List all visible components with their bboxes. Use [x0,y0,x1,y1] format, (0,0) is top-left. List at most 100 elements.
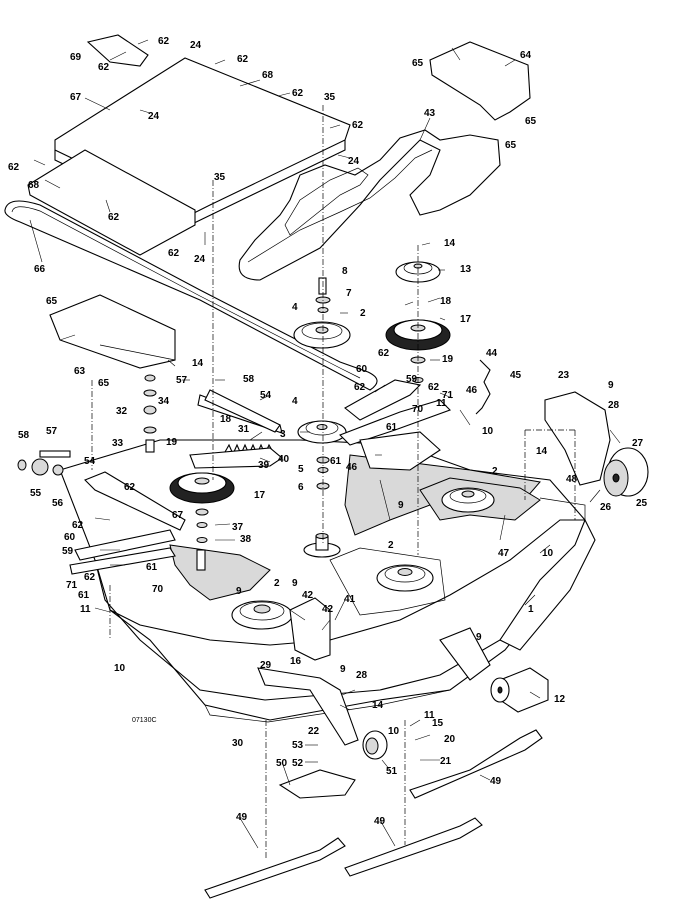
top-shield-right-cover [429,41,531,121]
callout-28: 28 [356,670,368,681]
callout-68: 68 [262,70,274,81]
callout-14: 14 [192,358,204,369]
callout-10: 10 [482,426,494,437]
callout-11: 11 [424,710,435,721]
callout-38: 38 [240,534,252,545]
callout-11: 11 [80,604,91,615]
callout-17: 17 [460,314,472,325]
callout-2: 2 [274,578,280,589]
callout-62: 62 [378,348,390,359]
center-idler-pulley [297,420,347,444]
side-shield-left [49,294,176,369]
callout-23: 23 [558,370,570,381]
callout-24: 24 [190,40,202,51]
idler-arm-right [339,379,451,446]
callout-21: 21 [440,756,452,767]
right-spindle-pulley [441,487,495,513]
callout-59: 59 [62,546,74,557]
top-shield-front-tab [86,34,149,67]
callout-12: 12 [554,694,566,705]
belt-long [4,200,378,391]
callout-24: 24 [348,156,360,167]
callout-56: 56 [52,498,64,509]
callout-62: 62 [72,520,84,531]
callout-2: 2 [360,308,366,319]
callout-55: 55 [30,488,42,499]
callout-10: 10 [542,548,554,559]
callout-62: 62 [237,54,249,65]
callout-4: 4 [292,396,298,407]
front-roller [490,667,549,713]
callout-15: 15 [432,718,444,729]
anti-scalp-bracket-right [544,391,611,486]
rear-roller-wheel [362,730,388,760]
callout-7: 7 [346,288,352,299]
callout-43: 43 [424,108,436,119]
callout-60: 60 [356,364,368,375]
callout-48: 48 [566,474,578,485]
callout-62: 62 [292,88,304,99]
callout-13: 13 [460,264,472,275]
callout-65: 65 [412,58,424,69]
callout-65: 65 [525,116,537,127]
callout-18: 18 [220,414,232,425]
callout-54: 54 [260,390,272,401]
callout-34: 34 [158,396,170,407]
callout-29: 29 [260,660,272,671]
callout-2: 2 [388,540,394,551]
callout-71: 71 [66,580,78,591]
callout-62: 62 [84,572,96,583]
callout-65: 65 [46,296,58,307]
callout-35: 35 [324,92,336,103]
idler-pulley-large-left [169,472,235,504]
callout-10: 10 [114,663,126,674]
callout-2: 2 [492,466,498,477]
callout-65: 65 [505,140,517,151]
callout-54: 54 [84,456,96,467]
blade-center [344,817,483,877]
callout-68: 68 [28,180,40,191]
callout-27: 27 [632,438,644,449]
small-spacers-left [195,508,209,571]
callout-49: 49 [236,812,248,823]
callout-25: 25 [636,498,648,509]
callout-62: 62 [158,36,170,47]
pivot-bracket-left [69,529,176,575]
callout-30: 30 [232,738,244,749]
blade-right [409,729,543,799]
callout-50: 50 [276,758,288,769]
callout-57: 57 [176,375,188,386]
callout-64: 64 [520,50,532,61]
callout-61: 61 [386,422,398,433]
callout-41: 41 [344,594,356,605]
callout-62: 62 [352,120,364,131]
callout-42: 42 [322,604,334,615]
callout-31: 31 [238,424,250,435]
callout-70: 70 [152,584,164,595]
callout-65: 65 [98,378,110,389]
pivot-shaft-left [84,389,281,531]
callout-1: 1 [528,604,534,615]
callout-6: 6 [298,482,304,493]
callout-19: 19 [442,354,454,365]
callout-66: 66 [34,264,46,275]
alignment-lines [91,105,576,860]
callout-10: 10 [388,726,400,737]
callout-26: 26 [600,502,612,513]
callout-14: 14 [536,446,548,457]
callout-62: 62 [98,62,110,73]
center-spindle-pulley [376,564,434,592]
blade-adapter [278,769,356,799]
callout-39: 39 [258,460,270,471]
spindle-housing-front [289,597,331,661]
top-shield-left-cover [27,149,196,256]
callout-18: 18 [440,296,452,307]
callout-33: 33 [112,438,124,449]
callout-62: 62 [108,212,120,223]
callout-63: 63 [74,366,86,377]
callout-20: 20 [444,734,456,745]
center-drive-pulley [293,321,351,349]
callout-37: 37 [232,522,244,533]
callout-53: 53 [292,740,304,751]
